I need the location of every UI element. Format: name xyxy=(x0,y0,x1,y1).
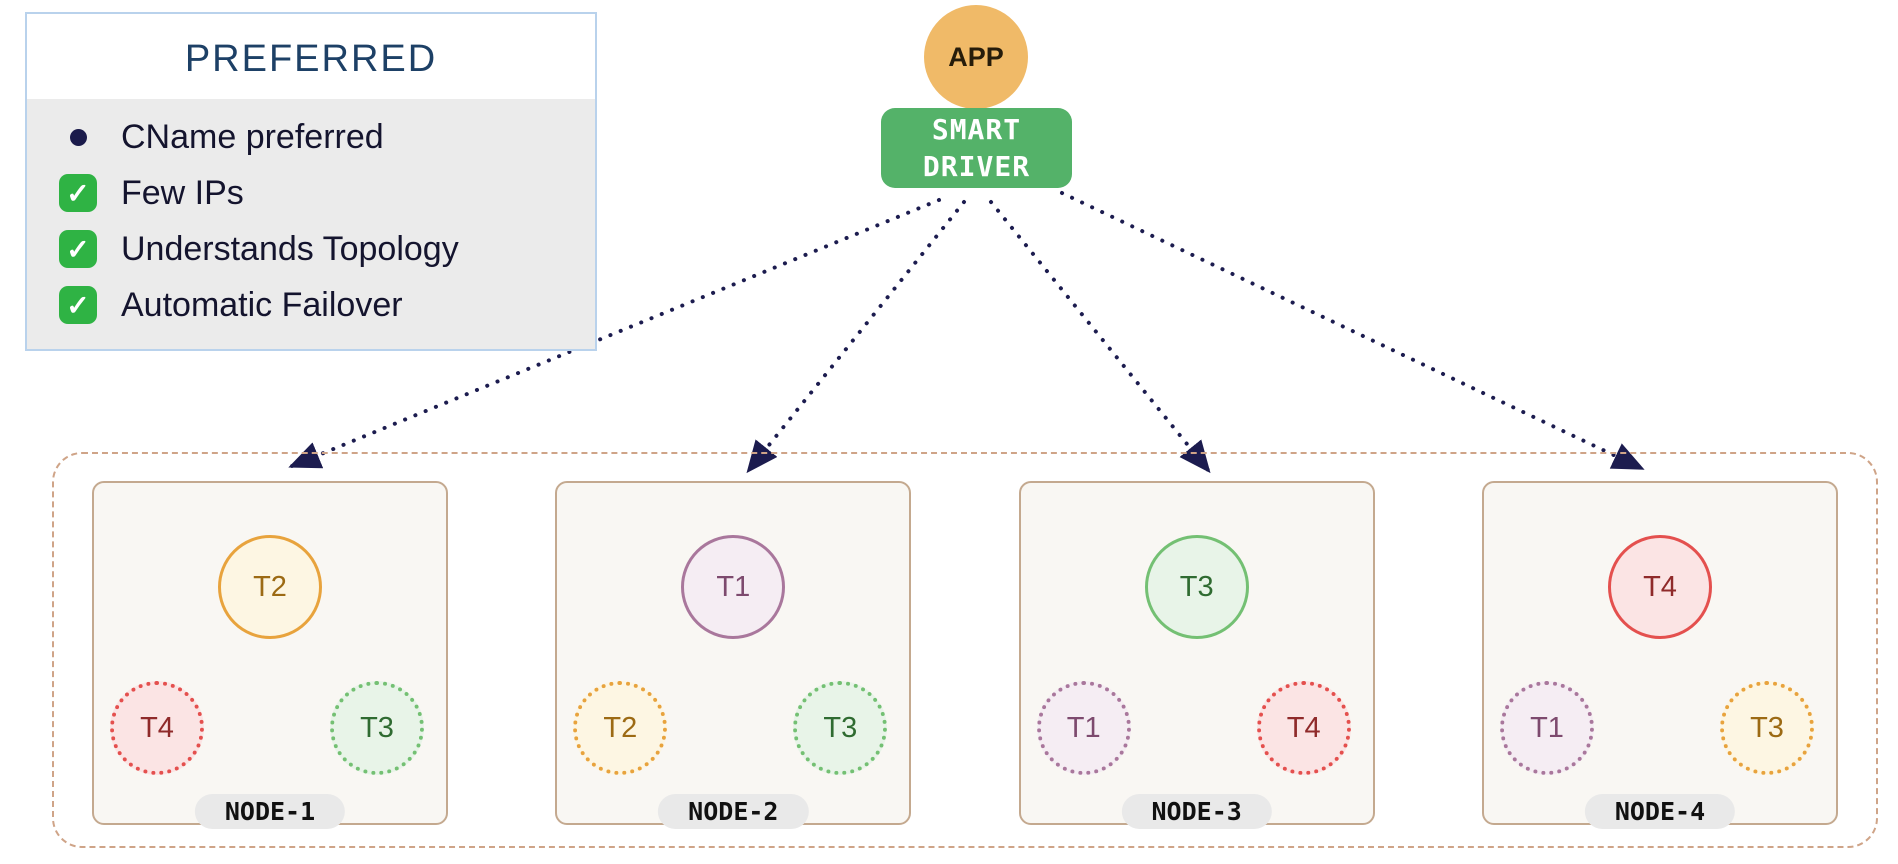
replica-tier-circle: T3 xyxy=(330,681,424,775)
replica-tier-circle: T4 xyxy=(1256,681,1351,775)
check-icon xyxy=(57,284,99,326)
list-item: Understands Topology xyxy=(27,221,595,277)
replica-tier-circle: T4 xyxy=(110,681,204,775)
list-item: CName preferred xyxy=(27,109,595,165)
bullet-icon xyxy=(57,116,99,158)
preferred-panel-title: PREFERRED xyxy=(184,38,438,80)
primary-tier-circle: T3 xyxy=(1144,535,1249,639)
replica-tier-circle: T1 xyxy=(1036,681,1131,775)
check-icon xyxy=(57,228,99,270)
preferred-panel-list: CName preferred Few IPs Understands Topo… xyxy=(27,99,595,349)
list-item-label: Understands Topology xyxy=(121,229,459,268)
app-node: APP xyxy=(924,5,1028,109)
primary-tier-circle: T1 xyxy=(681,535,786,639)
list-item-label: Automatic Failover xyxy=(121,285,403,324)
replica-tier-circle: T3 xyxy=(793,681,888,775)
replica-tier-circle: T3 xyxy=(1719,681,1814,775)
node-box-4: T4 T1 T3 NODE-4 xyxy=(1481,481,1838,829)
node-label: NODE-4 xyxy=(1584,794,1736,829)
replica-tier-circle: T1 xyxy=(1499,681,1594,775)
preferred-panel: PREFERRED CName preferred Few IPs Unders… xyxy=(25,12,597,351)
node-label: NODE-1 xyxy=(194,794,346,829)
list-item: Automatic Failover xyxy=(27,277,595,333)
arrow-driver-node-2 xyxy=(746,200,966,474)
replica-tier-circle: T2 xyxy=(573,681,668,775)
node-label: NODE-2 xyxy=(658,794,809,829)
list-item-label: CName preferred xyxy=(121,117,384,156)
arrow-driver-node-3 xyxy=(989,200,1211,474)
cluster-container: T2 T4 T3 NODE-1 T1 T2 T3 NODE-2 T3 T1 T4… xyxy=(52,452,1878,848)
smart-driver-box: SMART DRIVER xyxy=(881,108,1072,188)
check-icon xyxy=(57,172,99,214)
node-box-2: T1 T2 T3 NODE-2 xyxy=(555,481,912,829)
list-item: Few IPs xyxy=(27,165,595,221)
node-box-3: T3 T1 T4 NODE-3 xyxy=(1018,481,1375,829)
list-item-label: Few IPs xyxy=(121,173,244,212)
node-label: NODE-3 xyxy=(1121,794,1272,829)
primary-tier-circle: T2 xyxy=(218,535,322,639)
node-box-1: T2 T4 T3 NODE-1 xyxy=(92,481,448,829)
arrow-driver-node-4 xyxy=(1060,191,1645,470)
primary-tier-circle: T4 xyxy=(1607,535,1712,639)
